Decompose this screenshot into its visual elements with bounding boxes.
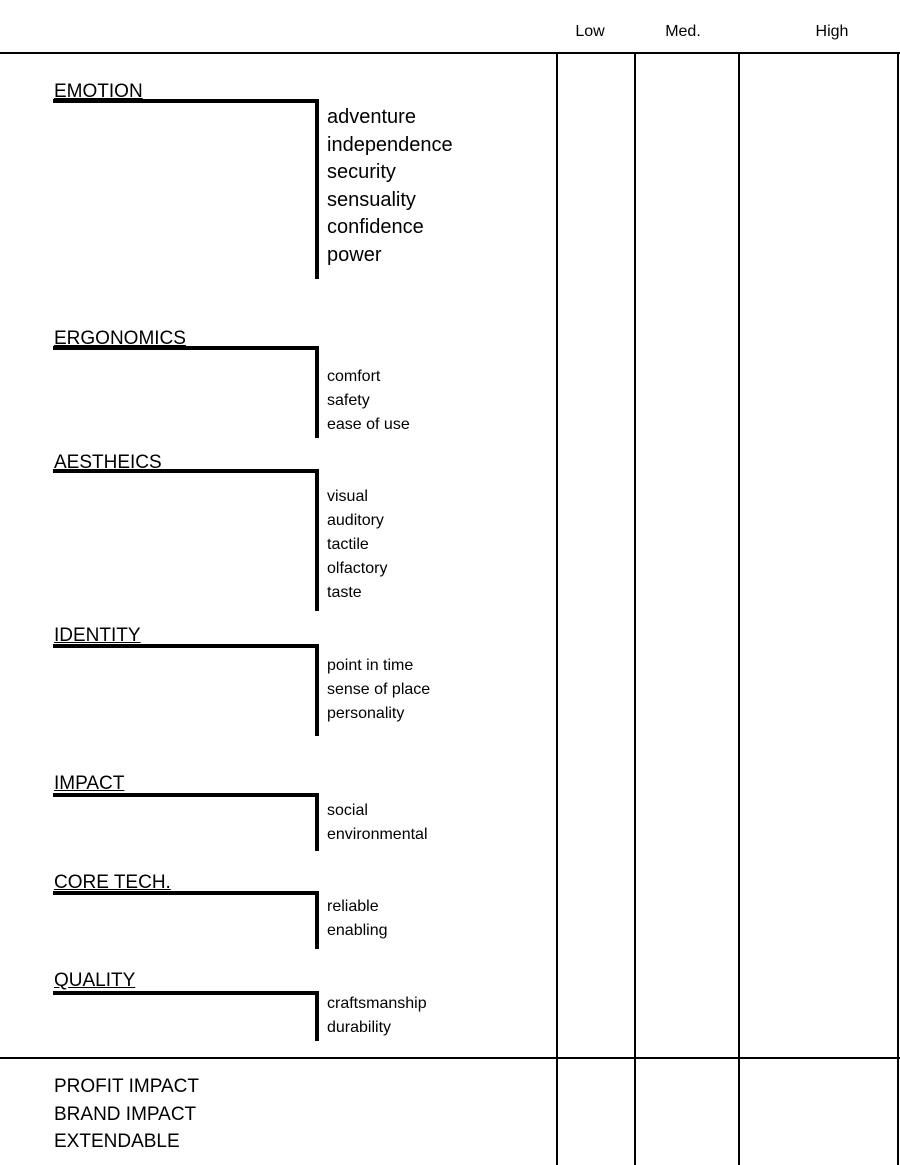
- attribute-item: personality: [327, 705, 405, 722]
- column-divider-label-low: [556, 52, 558, 1165]
- summary-extendable: EXTENDABLE: [54, 1131, 180, 1152]
- summary-list: PROFIT IMPACT BRAND IMPACT EXTENDABLE: [54, 1073, 199, 1156]
- column-divider-med-high: [738, 52, 740, 1165]
- attribute-item: ease of use: [327, 416, 410, 433]
- attribute-item: durability: [327, 1019, 392, 1036]
- category-impact: IMPACT: [54, 773, 125, 794]
- category-impact-bracket: [315, 793, 319, 851]
- column-header-med: Med.: [665, 23, 701, 40]
- category-core-tech-underline: [53, 891, 319, 895]
- summary-brand-impact: BRAND IMPACT: [54, 1103, 197, 1125]
- attribute-item: craftsmanship: [327, 995, 427, 1012]
- category-ergonomics-bracket: [315, 346, 319, 438]
- attribute-item: sensuality: [327, 188, 416, 211]
- attribute-item: taste: [327, 584, 362, 601]
- category-ergonomics-underline: [53, 346, 319, 350]
- category-core-tech: CORE TECH.: [54, 872, 171, 893]
- attribute-item: reliable: [327, 898, 379, 915]
- category-emotion-items: adventure independence security sensuali…: [327, 104, 453, 270]
- column-header-low: Low: [575, 23, 605, 40]
- category-emotion: EMOTION: [54, 81, 143, 102]
- attribute-item: security: [327, 161, 396, 184]
- summary-rule: [0, 1057, 900, 1059]
- summary-profit-impact: PROFIT IMPACT: [54, 1076, 199, 1097]
- category-core-tech-bracket: [315, 891, 319, 949]
- category-aesthetics: AESTHEICS: [54, 452, 162, 473]
- category-impact-items: social environmental: [327, 799, 428, 847]
- category-identity: IDENTITY: [54, 625, 141, 646]
- attribute-item: olfactory: [327, 560, 388, 577]
- category-aesthetics-bracket: [315, 469, 319, 611]
- attribute-item: social: [327, 802, 368, 819]
- attribute-item: auditory: [327, 512, 384, 529]
- attribute-item: independence: [327, 133, 453, 156]
- category-core-tech-items: reliable enabling: [327, 895, 388, 943]
- category-impact-underline: [53, 793, 319, 797]
- attribute-item: sense of place: [327, 681, 431, 698]
- category-quality-bracket: [315, 991, 319, 1041]
- column-header-high: High: [815, 23, 849, 40]
- column-divider-low-med: [634, 52, 636, 1165]
- attribute-item: safety: [327, 392, 370, 409]
- attribute-item: point in time: [327, 657, 414, 674]
- category-emotion-underline: [53, 99, 319, 103]
- attribute-item: adventure: [327, 106, 416, 128]
- category-emotion-bracket: [315, 99, 319, 279]
- category-ergonomics-items: comfort safety ease of use: [327, 365, 410, 437]
- attribute-item: enabling: [327, 922, 388, 939]
- attribute-item: confidence: [327, 216, 424, 239]
- column-divider-right-edge: [897, 52, 899, 1165]
- category-identity-bracket: [315, 644, 319, 736]
- category-quality: QUALITY: [54, 970, 136, 991]
- category-aesthetics-items: visual auditory tactile olfactory taste: [327, 485, 387, 605]
- attribute-item: tactile: [327, 536, 369, 553]
- attribute-item: visual: [327, 488, 368, 505]
- attribute-item: power: [327, 243, 382, 266]
- category-identity-underline: [53, 644, 319, 648]
- category-quality-underline: [53, 991, 319, 995]
- header-rule: [0, 52, 900, 54]
- attribute-item: environmental: [327, 826, 428, 843]
- category-ergonomics: ERGONOMICS: [54, 328, 186, 349]
- category-identity-items: point in time sense of place personality: [327, 654, 430, 726]
- category-quality-items: craftsmanship durability: [327, 992, 427, 1040]
- category-aesthetics-underline: [53, 469, 319, 473]
- attribute-item: comfort: [327, 368, 381, 385]
